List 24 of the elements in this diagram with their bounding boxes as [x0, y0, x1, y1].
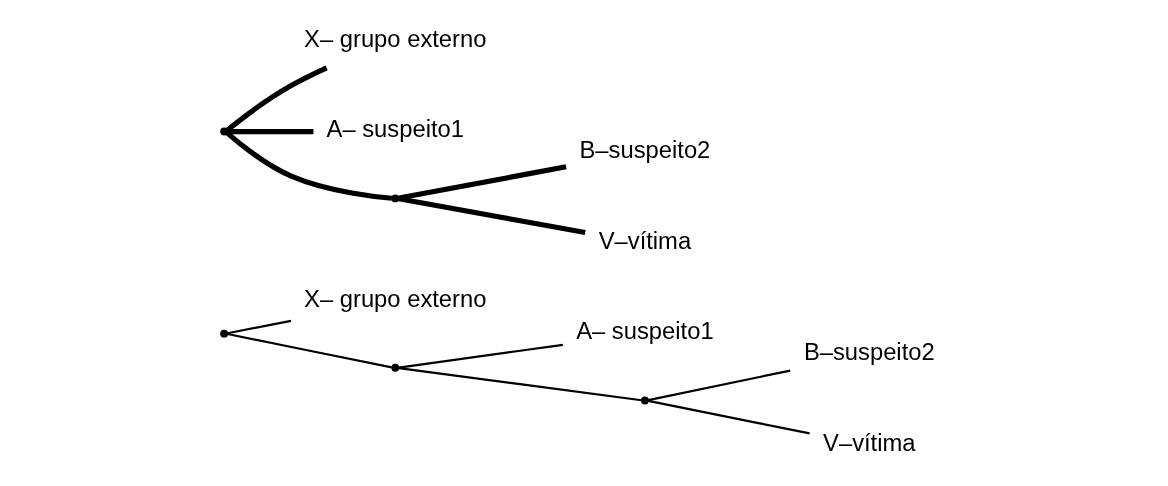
connector	[224, 130, 392, 201]
node-text: A– suspeito1	[326, 115, 464, 143]
node-text: V–vítima	[822, 428, 916, 456]
node-text: B–suspeito2	[579, 136, 710, 163]
connector	[398, 343, 563, 369]
connector	[226, 332, 392, 369]
connector	[398, 367, 642, 402]
node-point	[390, 194, 399, 203]
node-text: X– grupo externo	[303, 24, 486, 52]
connector	[397, 164, 567, 201]
node-text: A– suspeito1	[575, 317, 714, 345]
node-point	[219, 329, 228, 338]
connector	[227, 128, 313, 135]
node-point	[640, 396, 649, 405]
node-point	[390, 363, 399, 372]
node-point	[219, 127, 228, 136]
connector	[647, 399, 810, 435]
connector	[225, 65, 328, 133]
node-text: B–suspeito2	[803, 338, 935, 366]
connector	[397, 196, 586, 236]
node-text: V–vítima	[598, 226, 691, 254]
connector	[647, 369, 790, 402]
connector	[226, 319, 291, 335]
node-text: X– grupo externo	[303, 284, 486, 312]
